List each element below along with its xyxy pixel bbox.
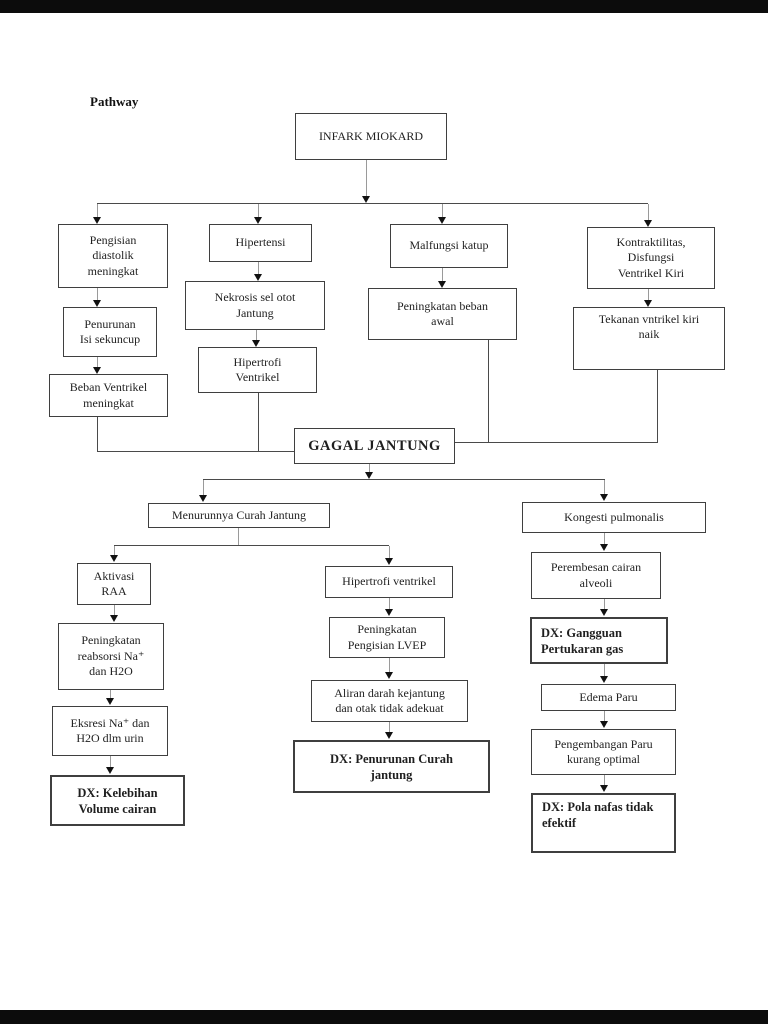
node-dx-gangguan-gas: DX: Gangguan Pertukaran gas (530, 617, 668, 664)
arrow-down-icon (106, 698, 114, 705)
connector-line (604, 533, 606, 545)
arrow-down-icon (438, 217, 446, 224)
node-peningkatan-beban-awal: Peningkatan beban awal (368, 288, 517, 340)
node-beban-ventrikel: Beban Ventrikel meningkat (49, 374, 168, 417)
connector-line (604, 664, 606, 677)
node-gagal-jantung: GAGAL JANTUNG (294, 428, 455, 464)
arrow-down-icon (600, 785, 608, 792)
arrow-down-icon (600, 544, 608, 551)
node-hipertrofi-ventrikel: Hipertrofi Ventrikel (198, 347, 317, 393)
arrow-down-icon (93, 217, 101, 224)
connector-line (455, 442, 658, 444)
connector-line (114, 605, 116, 616)
connector-line (258, 393, 260, 452)
arrow-down-icon (199, 495, 207, 502)
node-perembesan-cairan: Perembesan cairan alveoli (531, 552, 661, 599)
connector-line (258, 204, 260, 218)
arrow-down-icon (110, 615, 118, 622)
arrow-down-icon (600, 609, 608, 616)
connector-line (110, 756, 112, 768)
node-dx-kelebihan-volume: DX: Kelebihan Volume cairan (50, 775, 185, 826)
arrow-down-icon (385, 609, 393, 616)
node-penurunan-isi-sekuncup: Penurunan Isi sekuncup (63, 307, 157, 357)
connector-line (114, 546, 116, 556)
connector-line (389, 598, 391, 610)
arrow-down-icon (362, 196, 370, 203)
arrow-down-icon (385, 558, 393, 565)
connector-line (389, 658, 391, 673)
connector-line (604, 775, 606, 786)
node-reabsorsi-na: Peningkatan reabsorsi Na⁺ dan H2O (58, 623, 164, 690)
page-title: Pathway (90, 94, 139, 109)
arrow-down-icon (93, 367, 101, 374)
node-peningkatan-lvep: Peningkatan Pengisian LVEP (329, 617, 445, 658)
connector-line (258, 262, 260, 275)
node-kontraktilitas: Kontraktilitas, Disfungsi Ventrikel Kiri (587, 227, 715, 289)
connector-line (442, 204, 444, 218)
letterbox-bottom (0, 1010, 768, 1024)
connector-line (366, 160, 368, 197)
arrow-down-icon (385, 732, 393, 739)
arrow-down-icon (600, 721, 608, 728)
connector-line (238, 528, 240, 546)
connector-line (369, 464, 371, 473)
connector-line (97, 417, 99, 452)
connector-line (648, 204, 650, 221)
arrow-down-icon (365, 472, 373, 479)
connector-line (604, 480, 606, 495)
connector-line (110, 690, 112, 699)
node-pengembangan-paru: Pengembangan Paru kurang optimal (531, 729, 676, 775)
connector-line (442, 268, 444, 282)
node-dx-pola-nafas: DX: Pola nafas tidak efektif (531, 793, 676, 853)
letterbox-top (0, 0, 768, 13)
connector-line (97, 451, 294, 453)
connector-line (97, 204, 99, 218)
arrow-down-icon (438, 281, 446, 288)
node-dx-penurunan-curah: DX: Penurunan Curah jantung (293, 740, 490, 793)
connector-line (657, 370, 659, 443)
node-menurunnya-curah: Menurunnya Curah Jantung (148, 503, 330, 528)
connector-line (389, 546, 391, 559)
node-hipertensi: Hipertensi (209, 224, 312, 262)
connector-line (97, 357, 99, 368)
node-hipertrofi-ventrikel-2: Hipertrofi ventrikel (325, 566, 453, 598)
arrow-down-icon (252, 340, 260, 347)
arrow-down-icon (385, 672, 393, 679)
node-pengisian-diastolik: Pengisian diastolik meningkat (58, 224, 168, 288)
arrow-down-icon (600, 494, 608, 501)
node-eksresi-na: Eksresi Na⁺ dan H2O dlm urin (52, 706, 168, 756)
node-nekrosis: Nekrosis sel otot Jantung (185, 281, 325, 330)
arrow-down-icon (93, 300, 101, 307)
connector-line (648, 289, 650, 301)
node-tekanan-ventrikel: Tekanan vntrikel kiri naik (573, 307, 725, 370)
node-malfungsi-katup: Malfungsi katup (390, 224, 508, 268)
connector-line (203, 480, 205, 496)
node-kongesti-pulmonalis: Kongesti pulmonalis (522, 502, 706, 533)
connector-line (604, 711, 606, 722)
arrow-down-icon (254, 217, 262, 224)
arrow-down-icon (644, 220, 652, 227)
connector-line (488, 340, 490, 443)
connector-line (256, 330, 258, 341)
arrow-down-icon (110, 555, 118, 562)
connector-line (389, 722, 391, 733)
connector-line (97, 288, 99, 301)
node-aliran-darah: Aliran darah kejantung dan otak tidak ad… (311, 680, 468, 722)
connector-line (97, 203, 648, 205)
arrow-down-icon (644, 300, 652, 307)
connector-line (114, 545, 389, 547)
node-edema-paru: Edema Paru (541, 684, 676, 711)
connector-line (203, 479, 605, 481)
connector-line (604, 599, 606, 610)
node-aktivasi-raa: Aktivasi RAA (77, 563, 151, 605)
arrow-down-icon (254, 274, 262, 281)
arrow-down-icon (106, 767, 114, 774)
node-infark-miokard: INFARK MIOKARD (295, 113, 447, 160)
arrow-down-icon (600, 676, 608, 683)
